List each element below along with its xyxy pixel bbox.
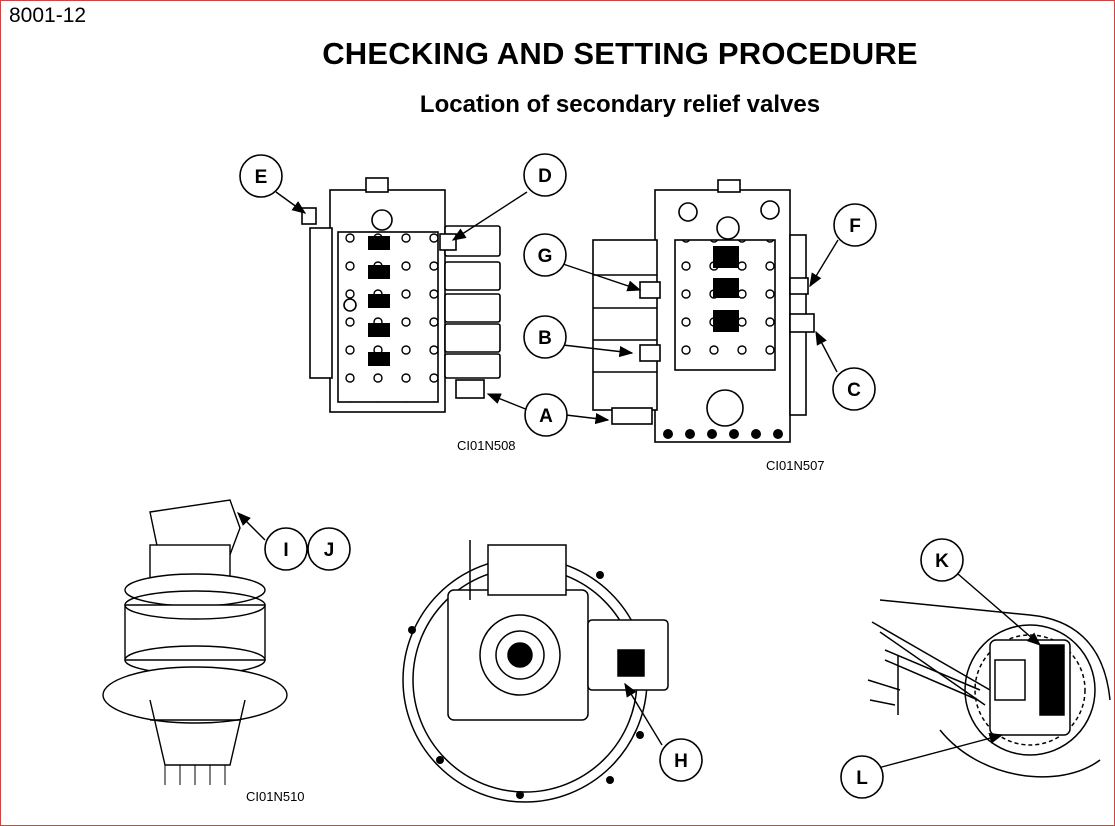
callout-a: A (524, 393, 568, 437)
figure-ref-ci01n508: CI01N508 (457, 438, 516, 453)
page-title: CHECKING AND SETTING PROCEDURE (322, 36, 918, 71)
leader-lines (237, 191, 1042, 769)
svg-text:B: B (538, 328, 552, 349)
callout-k: K (920, 538, 964, 582)
callout-h: H (659, 738, 703, 782)
control-valve-front-view (592, 179, 815, 443)
svg-text:F: F (849, 216, 861, 237)
page-number: 8001-12 (9, 4, 87, 27)
svg-text:E: E (255, 167, 268, 188)
svg-text:H: H (674, 751, 688, 772)
svg-text:G: G (538, 246, 553, 267)
callout-j: J (307, 527, 351, 571)
callout-c: C (832, 367, 876, 411)
control-valve-side-view (301, 177, 501, 413)
svg-text:I: I (283, 540, 288, 561)
callout-f: F (833, 203, 877, 247)
svg-text:C: C (847, 380, 861, 401)
figure-ref-ci01n507: CI01N507 (766, 458, 825, 473)
callout-g: G (523, 233, 567, 277)
page-subtitle: Location of secondary relief valves (419, 91, 821, 118)
svg-text:J: J (324, 540, 335, 561)
svg-text:D: D (538, 166, 552, 187)
callout-e: E (239, 154, 283, 198)
callout-i: I (264, 527, 308, 571)
callout-b: B (523, 315, 567, 359)
travel-motor-drawing (867, 599, 1111, 778)
callout-l: L (840, 755, 884, 799)
figure-ref-ci01n510: CI01N510 (246, 789, 305, 804)
main-pump-drawing (402, 540, 669, 803)
svg-text:K: K (935, 551, 949, 572)
svg-text:A: A (539, 406, 553, 427)
swing-motor-drawing (102, 499, 288, 785)
callout-d: D (523, 153, 567, 197)
svg-text:L: L (856, 768, 868, 789)
